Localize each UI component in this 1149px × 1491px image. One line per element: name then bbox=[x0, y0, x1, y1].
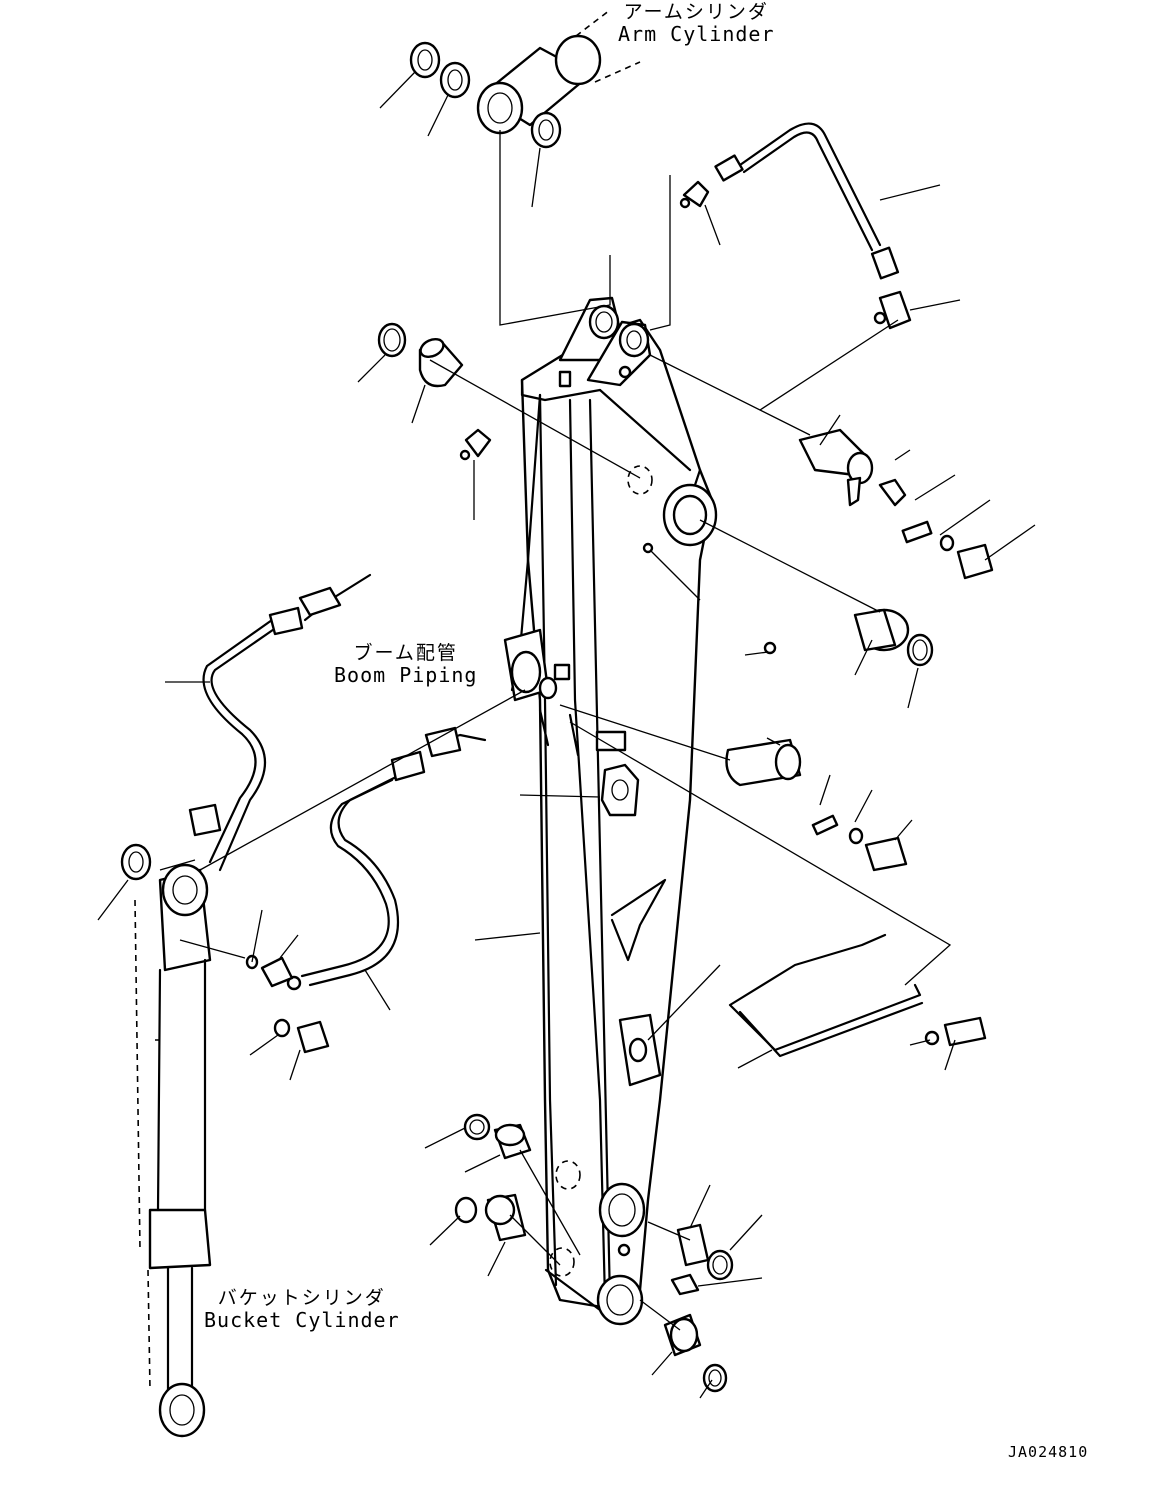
assembly-guide-lines bbox=[159, 130, 952, 1331]
arm-top-bracket bbox=[558, 296, 652, 388]
handrail bbox=[728, 933, 987, 1058]
arm-plates bbox=[595, 730, 662, 1087]
bucket-cylinder-label: バケットシリンダ Bucket Cylinder bbox=[204, 1288, 400, 1331]
arm-cylinder-label-en: Arm Cylinder bbox=[618, 21, 775, 46]
boom-piping-label: ブーム配管 Boom Piping bbox=[334, 643, 477, 686]
arm-cylinder-rod bbox=[476, 9, 641, 135]
bucket-cylinder bbox=[134, 863, 212, 1438]
washers-top bbox=[409, 41, 562, 149]
arm-side-bracket bbox=[503, 628, 580, 757]
boom-piping-label-en: Boom Piping bbox=[334, 662, 478, 687]
boom-piping-label-jp: ブーム配管 bbox=[353, 642, 458, 664]
arm-bottom-bosses bbox=[549, 1160, 646, 1326]
lower-bushings bbox=[454, 1113, 734, 1393]
upper-pins bbox=[377, 322, 994, 667]
middle-pins bbox=[725, 738, 908, 872]
arm-cylinder-pipe bbox=[714, 122, 912, 330]
arm-cylinder-label-jp: アームシリンダ bbox=[623, 1, 769, 23]
bucket-cylinder-label-jp: バケットシリンダ bbox=[217, 1287, 386, 1309]
drawing-code: JA024810 bbox=[1008, 1443, 1089, 1461]
leader-lines bbox=[97, 71, 1036, 1399]
boom-piping-hoses bbox=[188, 573, 487, 991]
arm-cylinder-label: アームシリンダ Arm Cylinder bbox=[618, 2, 775, 45]
arm-boss-mid bbox=[627, 465, 718, 554]
bucket-cylinder-label-en: Bucket Cylinder bbox=[204, 1307, 400, 1332]
grease-fitting-top bbox=[679, 180, 710, 209]
bucket-cylinder-fittings bbox=[120, 843, 330, 1054]
